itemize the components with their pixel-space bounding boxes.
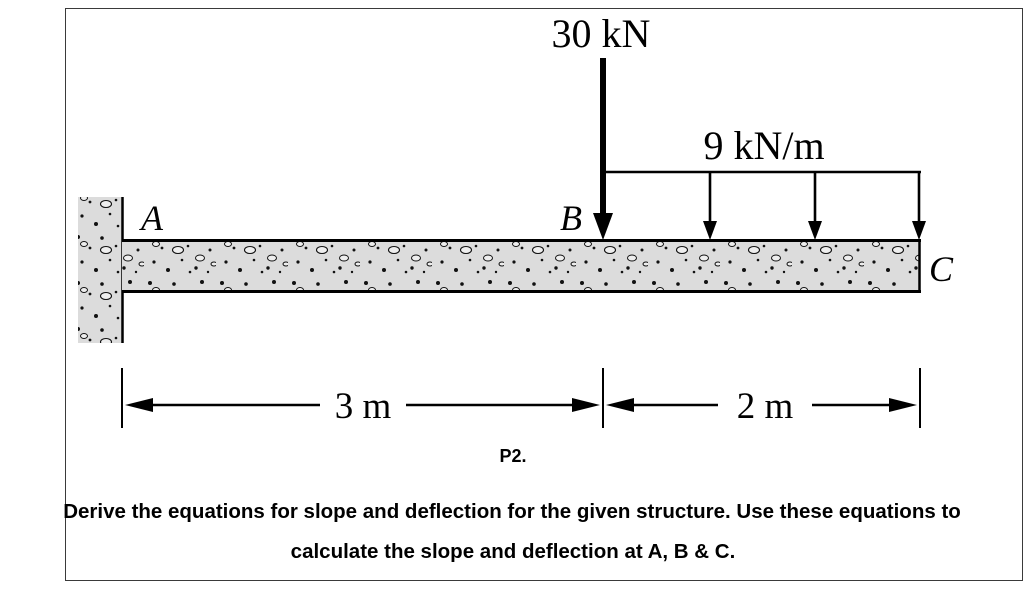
distributed-load-label: 9 kN/m [703, 123, 824, 168]
problem-statement-line2: calculate the slope and deflection at A,… [291, 540, 736, 563]
point-load-label: 30 kN [552, 11, 651, 56]
distributed-load-arrow [703, 173, 717, 240]
distributed-load [603, 170, 926, 240]
point-load-arrow [593, 58, 613, 240]
node-label-c: C [929, 249, 954, 289]
dimension-ticks [121, 368, 921, 428]
figure-number-label: P2. [499, 446, 526, 466]
dimension-bc-label: 2 m [737, 386, 794, 427]
distributed-load-arrow [808, 173, 822, 240]
problem-statement-line1: Derive the equations for slope and defle… [63, 500, 961, 523]
dimension-ab: 3 m [125, 386, 600, 427]
node-label-b: B [560, 198, 582, 238]
figure-frame [65, 8, 1023, 581]
node-label-a: A [139, 198, 164, 238]
dimension-ab-label: 3 m [335, 386, 392, 427]
beam-member [122, 239, 921, 293]
distributed-load-arrow [912, 173, 926, 240]
fixed-support-wall [78, 197, 124, 343]
dimension-bc: 2 m [606, 386, 917, 427]
